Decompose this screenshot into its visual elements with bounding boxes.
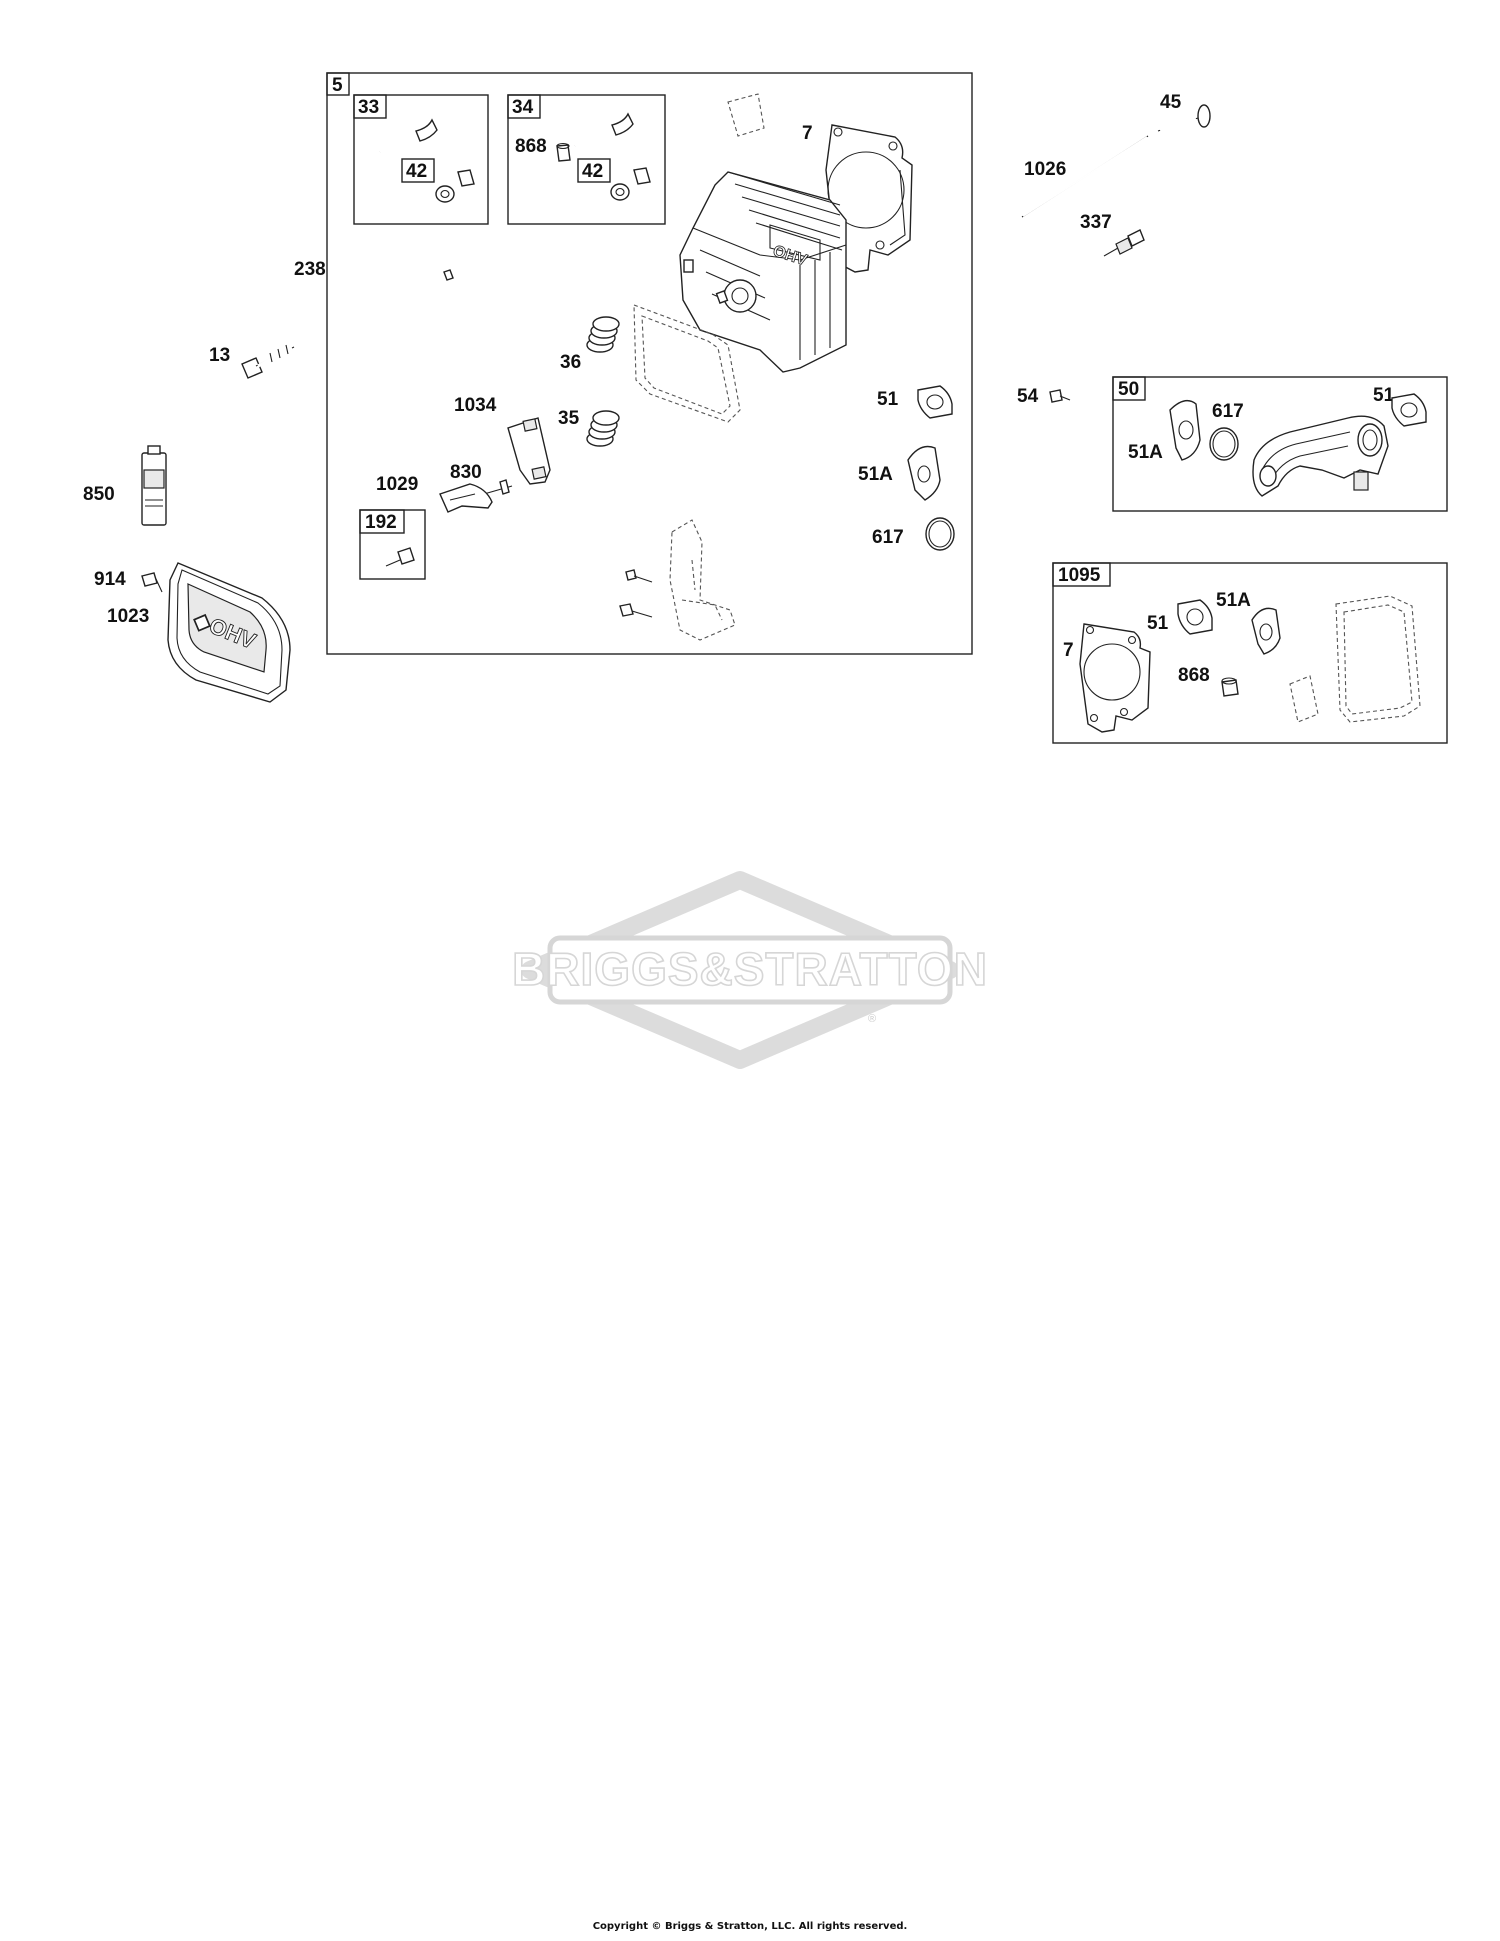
- label-1034[interactable]: 1034: [454, 395, 497, 416]
- valve-cover-icon: ◆OHV: [167, 562, 291, 703]
- o-ring-icon: [925, 517, 955, 551]
- label-13[interactable]: 13: [209, 345, 230, 366]
- label-192[interactable]: 192: [365, 512, 397, 533]
- label-914[interactable]: 914: [94, 569, 126, 590]
- valve-tappet-icon: [1157, 104, 1211, 133]
- intake-gasket-icon: [917, 385, 953, 419]
- label-868-a[interactable]: 868: [515, 136, 547, 157]
- label-51-a[interactable]: 51: [877, 389, 899, 410]
- air-guide-outline: [669, 519, 736, 641]
- label-337[interactable]: 337: [1080, 212, 1112, 233]
- head-bolt-icon: [241, 344, 295, 379]
- label-868-b[interactable]: 868: [1178, 665, 1210, 686]
- label-51A-a[interactable]: 51A: [858, 464, 893, 485]
- manifold-screw-icon: [1049, 389, 1071, 403]
- label-7-a[interactable]: 7: [802, 123, 813, 144]
- brand-watermark: BRIGGS&STRATTON ®: [511, 871, 988, 1069]
- label-1095[interactable]: 1095: [1058, 565, 1101, 586]
- label-45[interactable]: 45: [1160, 92, 1182, 113]
- label-617-b[interactable]: 617: [1212, 401, 1244, 422]
- label-42-b[interactable]: 42: [582, 161, 603, 182]
- insulator-gasket-icon: [1251, 607, 1281, 655]
- gasket-outline: [1289, 675, 1319, 723]
- spark-plug-icon: [1103, 229, 1145, 257]
- label-34[interactable]: 34: [512, 97, 534, 118]
- label-51-c[interactable]: 51: [1147, 613, 1169, 634]
- intake-gasket-icon: [1391, 393, 1427, 427]
- label-50[interactable]: 50: [1118, 379, 1139, 400]
- label-42-a[interactable]: 42: [406, 161, 427, 182]
- head-gasket-icon: [825, 124, 913, 273]
- label-850[interactable]: 850: [83, 484, 115, 505]
- label-7-b[interactable]: 7: [1063, 640, 1074, 661]
- valve-seal-icon: [610, 167, 651, 201]
- label-51-b[interactable]: 51: [1373, 385, 1395, 406]
- kit-frame-1095: 1095 7 51 51A 868: [1052, 562, 1448, 744]
- watermark-registered: ®: [868, 1013, 876, 1025]
- insulator-gasket-icon: [907, 445, 941, 501]
- sealant-tube-icon: [141, 445, 167, 526]
- label-1023[interactable]: 1023: [107, 606, 149, 627]
- label-830[interactable]: 830: [450, 462, 482, 483]
- label-35[interactable]: 35: [558, 408, 580, 429]
- screw-icon: [619, 603, 653, 618]
- copyright-notice: Copyright © Briggs & Stratton, LLC. All …: [592, 1921, 908, 1932]
- rocker-guide-plate-icon: [507, 417, 551, 485]
- intake-manifold-icon: [1252, 415, 1389, 497]
- valve-spring-icon: [586, 316, 620, 353]
- push-rod-icon: [1021, 135, 1149, 218]
- head-gasket-icon: [1079, 623, 1151, 733]
- label-238[interactable]: 238: [294, 259, 326, 280]
- cover-screw-icon: [141, 572, 163, 593]
- label-36[interactable]: 36: [560, 352, 581, 373]
- intake-valve-icon: [379, 118, 438, 154]
- plug-icon: [443, 269, 454, 281]
- valve-seal-icon: [435, 169, 475, 203]
- cylinder-head-icon: OHV: [679, 171, 847, 373]
- kit-frame-5: 5 33 42 34 868 42: [294, 72, 973, 655]
- label-51A-b[interactable]: 51A: [1128, 442, 1163, 463]
- label-617-a[interactable]: 617: [872, 527, 904, 548]
- o-ring-icon: [1209, 427, 1239, 461]
- valve-insert-icon: [556, 142, 571, 162]
- valve-cover-gasket-outline: [1335, 595, 1421, 723]
- gasket-outline: [727, 93, 765, 137]
- watermark-brand: BRIGGS&STRATTON: [512, 943, 988, 995]
- intake-gasket-icon: [1177, 599, 1213, 635]
- valve-cover-gasket-outline: [633, 304, 741, 423]
- rocker-arm-icon: [439, 483, 493, 513]
- label-51A-c[interactable]: 51A: [1216, 590, 1251, 611]
- screw-icon: [625, 569, 653, 583]
- label-5[interactable]: 5: [332, 75, 343, 96]
- label-1029[interactable]: 1029: [376, 474, 418, 495]
- kit-frame-50: 50 617 51 51A: [1112, 376, 1448, 512]
- label-33[interactable]: 33: [358, 97, 379, 118]
- rocker-stud-icon: [483, 479, 513, 495]
- label-54[interactable]: 54: [1017, 386, 1039, 407]
- insulator-gasket-icon: [1169, 399, 1201, 461]
- adjuster-nut-icon: [385, 547, 415, 567]
- valve-insert-icon: [1221, 677, 1239, 697]
- valve-spring-icon: [586, 410, 620, 447]
- exhaust-valve-icon: [574, 112, 634, 148]
- label-1026[interactable]: 1026: [1024, 159, 1066, 180]
